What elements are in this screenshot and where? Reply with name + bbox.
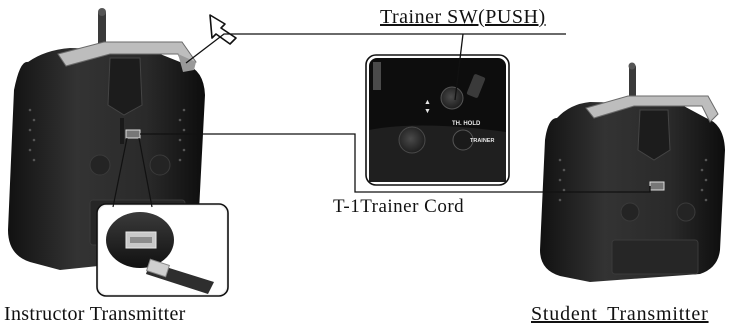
connection-lines: [140, 33, 651, 193]
student-antenna: [629, 64, 636, 100]
student-transmitter: [540, 62, 725, 282]
svg-text:▼: ▼: [424, 108, 431, 115]
switch-pointer-arrow: [209, 14, 237, 45]
instructor-antenna: [98, 10, 106, 48]
trainer-push-switch: [452, 129, 474, 151]
trainer-switch-pointer: [454, 33, 464, 101]
student-trainer-jack: [649, 181, 665, 191]
student-battery-cover: [611, 239, 699, 275]
instructor-transmitter-label: Instructor Transmitter: [4, 303, 186, 325]
trainer-cord-label: T-1Trainer Cord: [333, 196, 465, 217]
instructor-back-panel: [107, 57, 143, 116]
trainer-switch-closeup: TH. HOLD TRAINER ▲ ▼: [365, 54, 510, 186]
trainer-marking: TRAINER: [470, 138, 494, 144]
trainer-switch-label: Trainer SW(PUSH): [380, 6, 546, 28]
hold-switch: [440, 86, 464, 110]
instructor-grip: [28, 108, 186, 162]
student-handle: [585, 95, 719, 123]
svg-text:▲: ▲: [424, 99, 431, 106]
student-transmitter-label: Student Transmitter: [531, 303, 709, 325]
trainer-switch-leader: [185, 33, 566, 64]
trainer-cord-line: [140, 133, 651, 193]
connector-closeup-inset: [96, 137, 229, 297]
hold-marking: TH. HOLD: [452, 121, 481, 127]
instructor-trainer-jack: [125, 129, 141, 139]
